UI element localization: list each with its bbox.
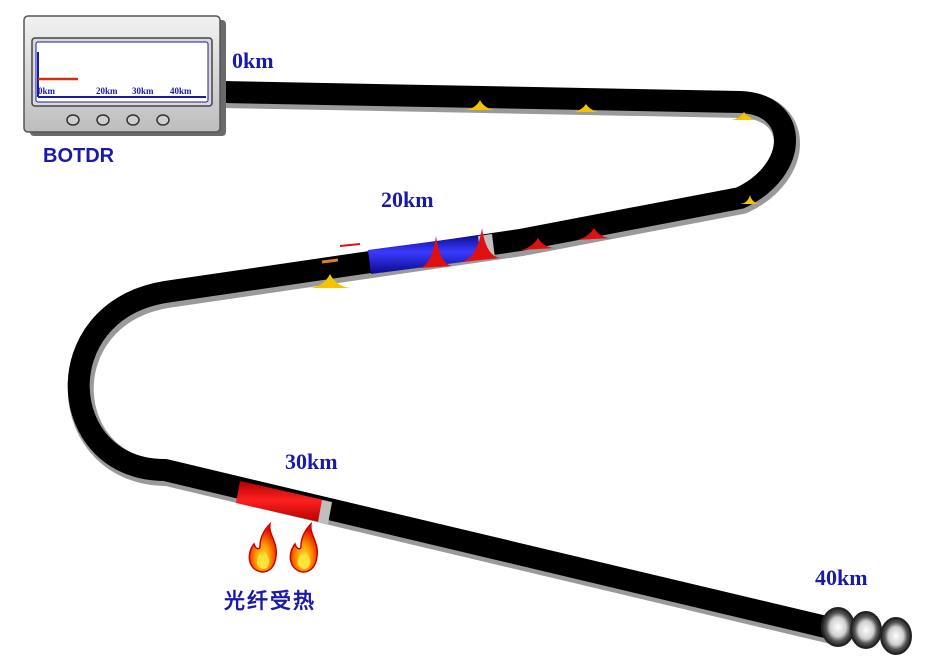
flame-icon — [289, 521, 318, 573]
flame-icon — [248, 521, 277, 573]
botdr-device: 0km 20km 30km 40km BOTDR — [23, 15, 226, 167]
screen-tick-0: 0km — [38, 86, 56, 96]
cable-highlight — [67, 82, 836, 644]
cable-body — [67, 81, 833, 639]
device-knob-3[interactable] — [126, 114, 140, 126]
device-knob-4[interactable] — [156, 114, 170, 126]
screen-tick-40: 40km — [170, 86, 192, 96]
device-screen — [35, 41, 209, 103]
label-20km: 20km — [381, 187, 434, 212]
fiber-cable — [67, 81, 836, 644]
label-0km: 0km — [232, 48, 274, 73]
label-40km: 40km — [815, 565, 868, 590]
heated-section — [236, 481, 332, 524]
device-name: BOTDR — [43, 145, 115, 167]
cable-end-cores — [821, 607, 912, 655]
device-knob-2[interactable] — [96, 114, 110, 126]
heated-caption: 光纤受热 — [223, 588, 316, 613]
device-knob-1[interactable] — [66, 114, 80, 126]
screen-tick-30: 30km — [132, 86, 154, 96]
screen-tick-20: 20km — [96, 86, 118, 96]
label-30km: 30km — [285, 449, 338, 474]
